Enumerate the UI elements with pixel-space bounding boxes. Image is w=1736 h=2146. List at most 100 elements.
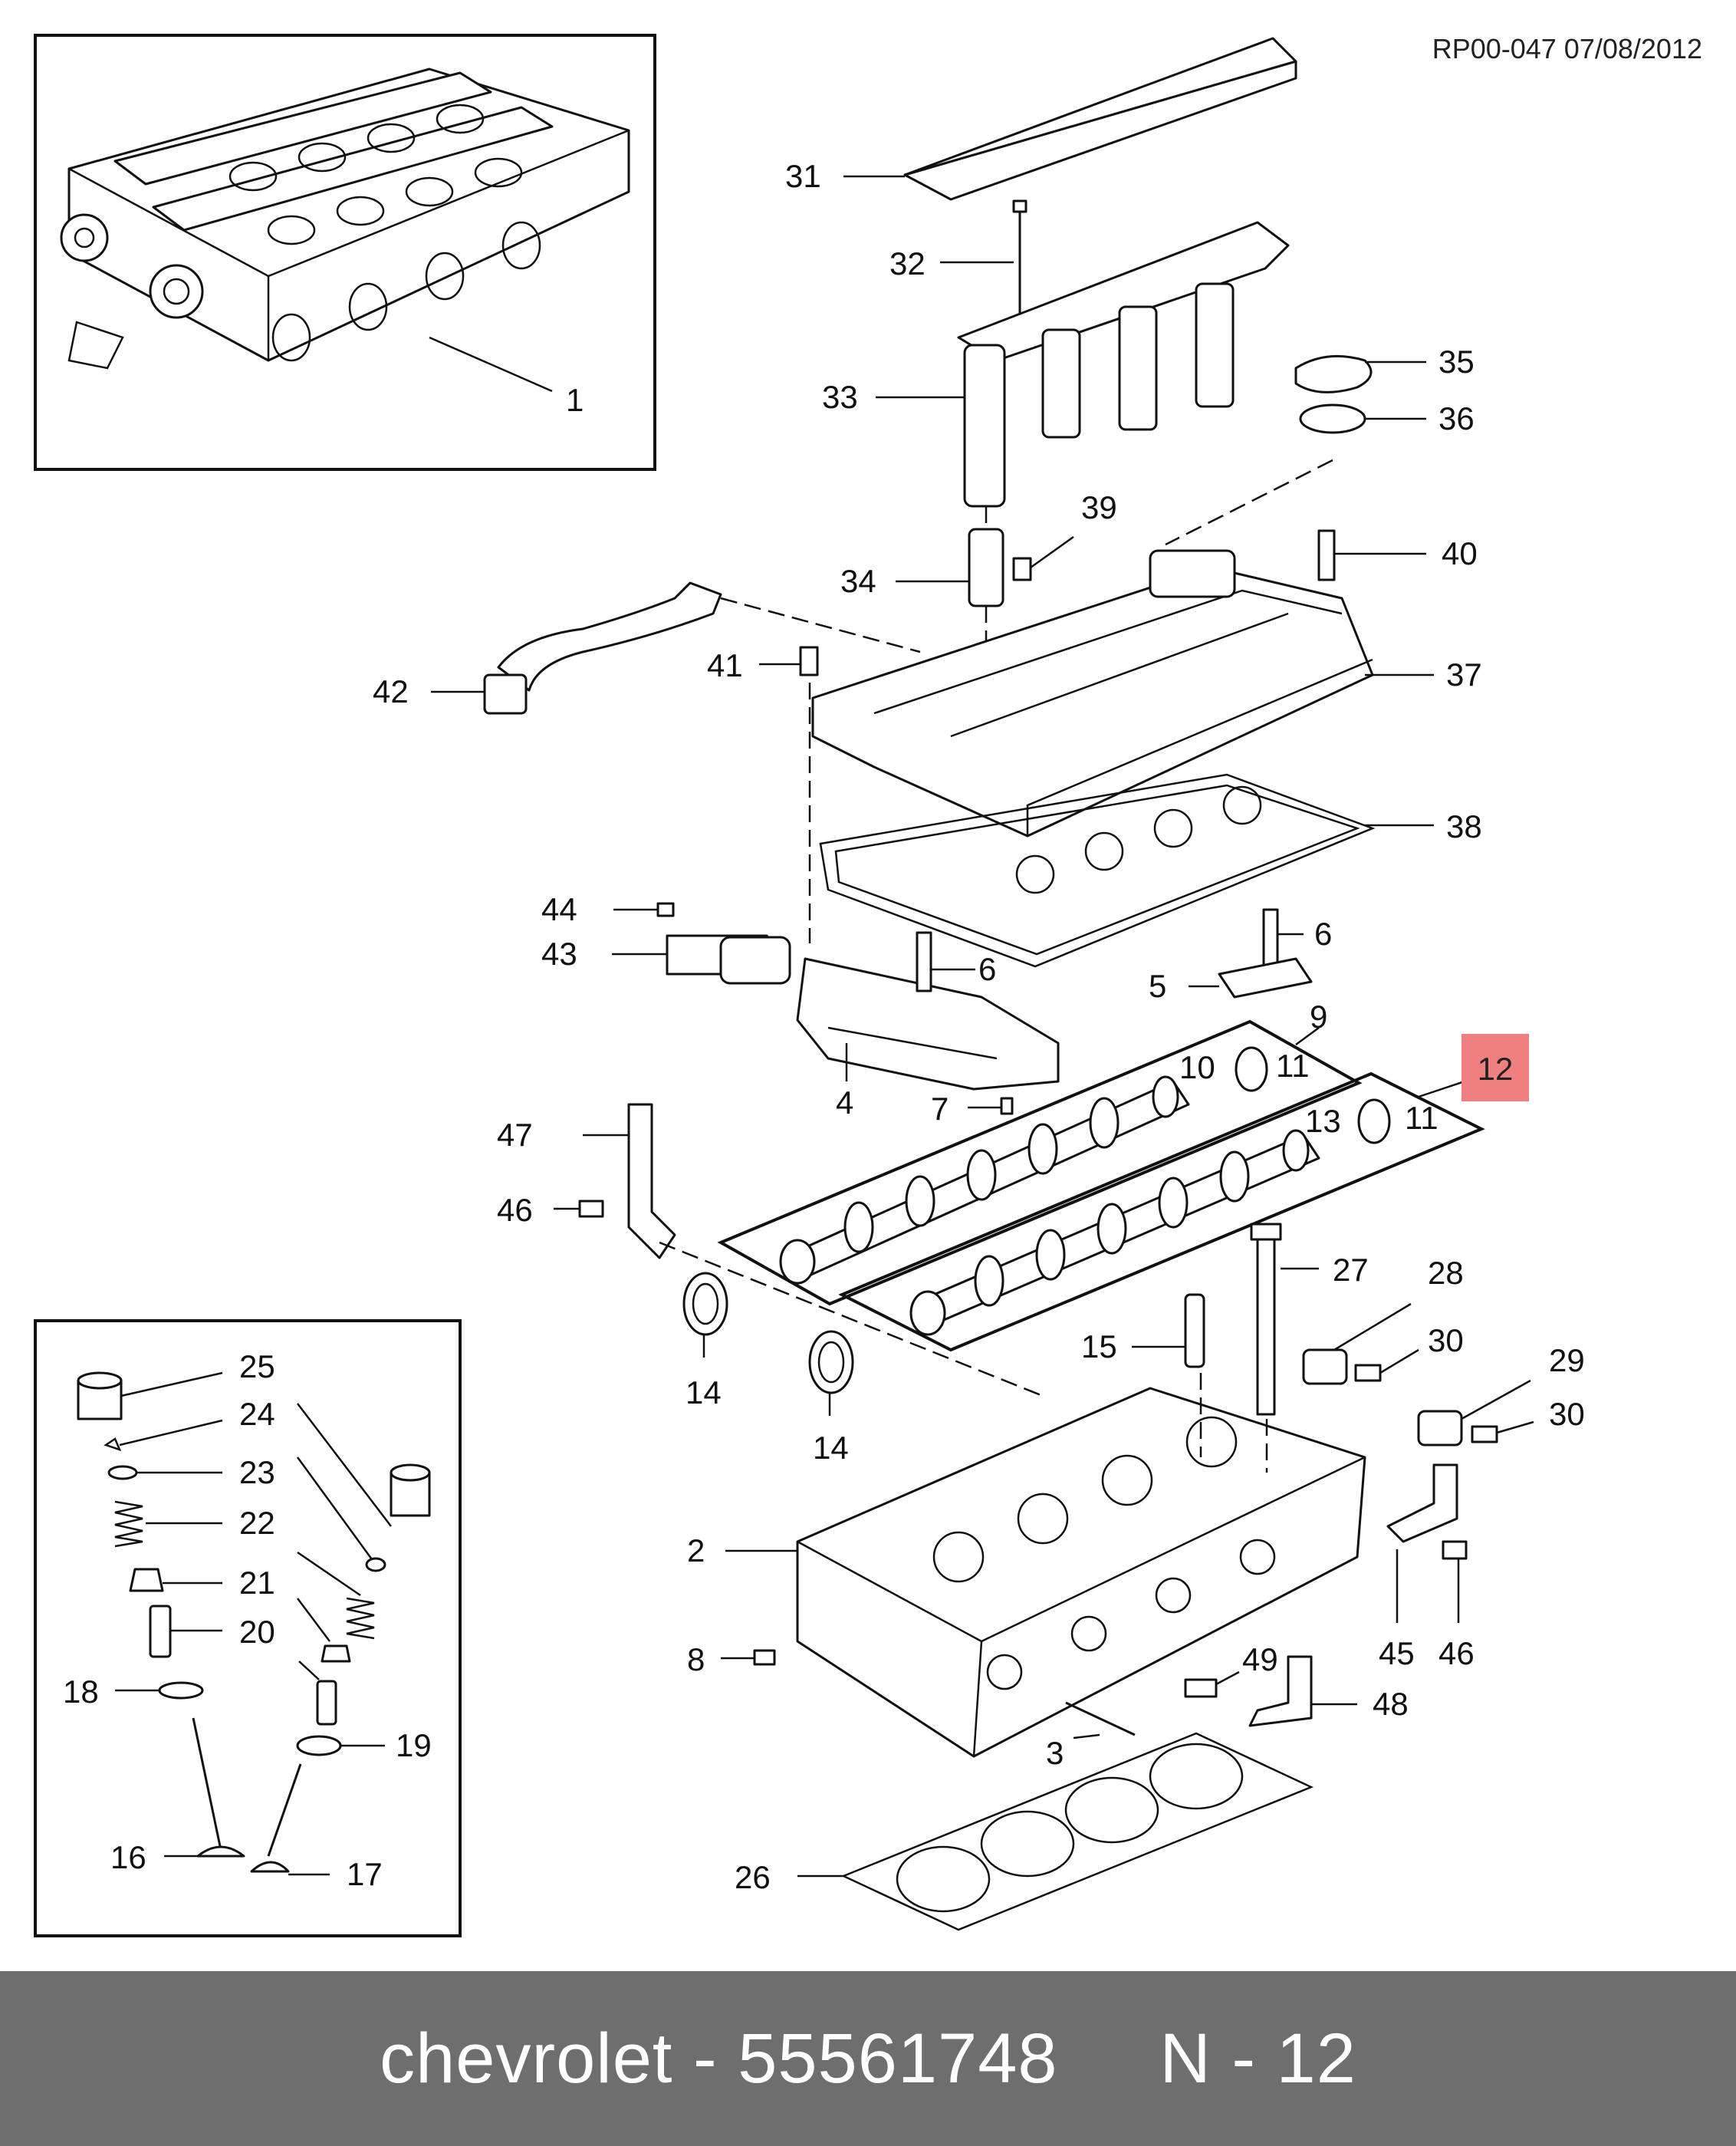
part-14-seal-b: 14 (808, 1330, 854, 1466)
callout-13: 13 (1305, 1103, 1341, 1139)
callout-23: 23 (239, 1454, 275, 1490)
callout-4: 4 (836, 1085, 853, 1121)
callout-2: 2 (687, 1532, 705, 1568)
callout-46a: 46 (497, 1192, 533, 1228)
callout-47: 47 (497, 1117, 533, 1153)
callout-8: 8 (687, 1641, 705, 1677)
part-7-dowel: 7 (931, 1091, 1014, 1127)
callout-38: 38 (1446, 808, 1482, 844)
callout-43: 43 (541, 936, 577, 972)
part-31-engine-cover: 31 (785, 37, 1297, 201)
callout-44: 44 (541, 891, 577, 927)
callout-24: 24 (239, 1396, 275, 1432)
callout-36: 36 (1438, 400, 1475, 436)
part-3-stud: 3 (1046, 1701, 1136, 1771)
callout-30b: 30 (1549, 1396, 1585, 1432)
part-10-intake-camshaft: 10 (779, 1049, 1215, 1285)
part-41-bolt: 41 (707, 646, 819, 943)
part-33-ignition-coil: 33 (822, 221, 1290, 508)
callout-11a: 11 (1276, 1048, 1310, 1084)
part-35-oil-filler-cap: 35 (1294, 344, 1475, 393)
part-13-exhaust-camshaft: 13 (909, 1103, 1341, 1336)
part-29-sensor: 29 (1417, 1342, 1585, 1447)
callout-1: 1 (566, 382, 584, 418)
callout-32: 32 (889, 245, 926, 281)
part-39-bolt: 39 (1012, 489, 1117, 581)
part-43-oil-control-valve: 43 (541, 934, 791, 985)
footer-page-label: N - 12 (1159, 2019, 1356, 2098)
part-2-cylinder-head: 2 (687, 1387, 1366, 1758)
callout-27: 27 (1333, 1252, 1369, 1288)
part-6-bolt-a: 6 (916, 931, 996, 992)
callout-14b: 14 (813, 1430, 849, 1466)
part-34-coil-boot: 34 (840, 506, 1004, 644)
callout-14a: 14 (686, 1374, 722, 1410)
part-5-bearing-cap: 5 (1149, 957, 1313, 1004)
callout-41: 41 (707, 647, 743, 683)
part-30-bolt-a: 30 (1354, 1322, 1464, 1382)
part-38-cover-gasket: 38 (819, 773, 1482, 968)
inset-valve-train: 25 24 23 22 21 (34, 1319, 462, 1937)
callout-26: 26 (735, 1859, 771, 1895)
callout-20: 20 (239, 1614, 275, 1650)
part-36-seal-ring: 36 (1299, 400, 1475, 436)
callout-33: 33 (822, 379, 858, 415)
part-21-valve-seal: 21 (129, 1565, 351, 1663)
footer-gap (1058, 2019, 1160, 2098)
part-16-intake-valve: 16 (110, 1717, 245, 1875)
part-30-bolt-b: 30 (1471, 1396, 1585, 1443)
callout-19: 19 (396, 1727, 432, 1763)
part-32-bolt: 32 (889, 199, 1027, 322)
part-11-seal-a: 11 (1235, 1046, 1310, 1092)
callout-49: 49 (1242, 1641, 1278, 1677)
part-42-pcv-hose: 42 (373, 581, 921, 715)
highlight-box-12 (1461, 1034, 1529, 1101)
part-24-valve-key: 24 (104, 1396, 392, 1527)
callout-48: 48 (1373, 1686, 1409, 1722)
part-45-bracket: 45 (1379, 1463, 1458, 1671)
callout-30a: 30 (1428, 1322, 1464, 1358)
part-20-valve-guide: 20 (149, 1605, 337, 1726)
callout-34: 34 (840, 563, 876, 599)
part-37-camshaft-cover: 37 (811, 549, 1482, 838)
callout-17: 17 (347, 1856, 383, 1892)
callout-3: 3 (1046, 1735, 1064, 1771)
part-27-head-bolt: 27 (1250, 1223, 1369, 1416)
footer-part-number: 55561748 (738, 2019, 1058, 2098)
part-18-valve-seat: 18 (63, 1674, 204, 1710)
callout-45: 45 (1379, 1635, 1415, 1671)
callout-35: 35 (1438, 344, 1475, 380)
callout-12: 12 (1478, 1051, 1514, 1087)
inset-assembled-head: 1 (34, 34, 656, 471)
part-48-bracket: 48 (1248, 1655, 1409, 1727)
footer-caption: chevrolet - 55561748 N - 12 (380, 2019, 1356, 2099)
part-46-bolt-b: 46 (1438, 1540, 1475, 1671)
part-17-exhaust-valve: 17 (250, 1763, 383, 1892)
part-23-spring-retainer: 23 (107, 1454, 386, 1572)
callout-5: 5 (1149, 968, 1166, 1004)
callout-25: 25 (239, 1348, 275, 1384)
callout-42: 42 (373, 673, 409, 709)
document-reference: RP00-047 07/08/2012 (1432, 33, 1702, 64)
part-19-valve-seat: 19 (296, 1727, 432, 1763)
callout-6a: 6 (978, 951, 996, 987)
part-47-bracket: 47 (497, 1103, 676, 1259)
callout-10: 10 (1179, 1049, 1215, 1085)
assembled-head-drawing (60, 67, 630, 393)
callout-18: 18 (63, 1674, 99, 1710)
callout-40: 40 (1442, 535, 1478, 571)
callout-16: 16 (110, 1839, 146, 1875)
part-46-bolt-a: 46 (497, 1192, 604, 1228)
part-22-valve-spring: 22 (114, 1500, 375, 1640)
footer-brand: chevrolet (380, 2019, 673, 2098)
part-8-plug: 8 (687, 1641, 776, 1677)
callout-11b: 11 (1405, 1100, 1438, 1136)
part-14-seal-a: 14 (682, 1272, 728, 1410)
callout-31: 31 (785, 158, 821, 194)
part-49-stud: 49 (1184, 1641, 1278, 1698)
callout-15: 15 (1081, 1328, 1117, 1364)
part-11-seal-b: 11 (1357, 1098, 1438, 1144)
part-6-bolt-b: 6 (1262, 908, 1332, 969)
callout-39: 39 (1081, 489, 1117, 525)
callout-21: 21 (239, 1565, 275, 1601)
